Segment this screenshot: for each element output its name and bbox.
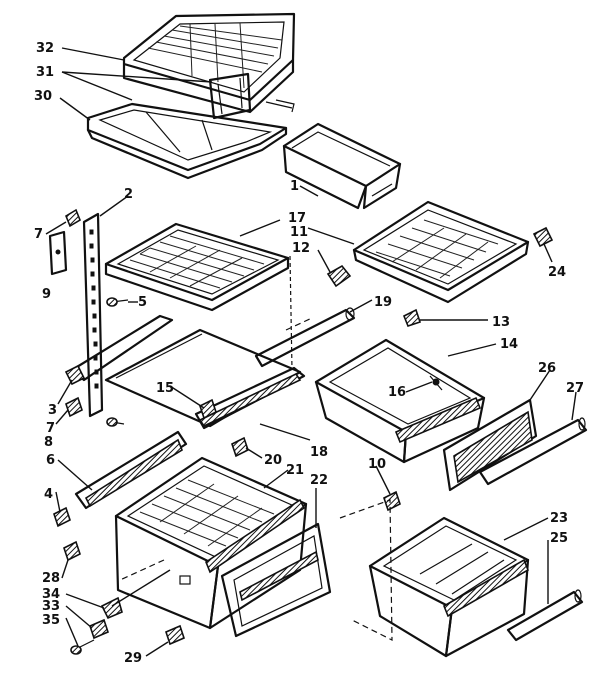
callout-21: 21 xyxy=(286,463,304,478)
callout-12: 12 xyxy=(292,241,310,256)
callout-4: 4 xyxy=(44,487,53,502)
part-30-tray xyxy=(86,99,295,180)
callout-24: 24 xyxy=(548,265,566,280)
part-26-crisper-lid xyxy=(442,398,588,492)
callout-16: 16 xyxy=(388,385,406,400)
callout-14: 14 xyxy=(500,337,518,352)
callout-28: 28 xyxy=(42,571,60,586)
part-17-glass-shelf xyxy=(64,222,306,430)
callout-32: 32 xyxy=(36,41,54,56)
callout-17: 17 xyxy=(288,211,306,226)
callout-20: 20 xyxy=(264,453,282,468)
callout-13: 13 xyxy=(492,315,510,330)
callout-27: 27 xyxy=(566,381,584,396)
callout-9: 9 xyxy=(42,287,51,302)
callout-3: 3 xyxy=(48,403,57,418)
part-21-drawer xyxy=(114,456,308,630)
callout-26: 26 xyxy=(538,361,556,376)
part-11-wire-shelf xyxy=(326,200,554,327)
part-32-top-shelf xyxy=(122,12,296,114)
callout-31: 31 xyxy=(36,65,54,80)
callout-15: 15 xyxy=(156,381,174,396)
callout-19: 19 xyxy=(374,295,392,310)
callout-25: 25 xyxy=(550,531,568,546)
callout-5: 5 xyxy=(138,295,147,310)
callouts: 32 31 30 1 2 17 11 7 12 24 9 5 19 13 14 … xyxy=(34,41,584,666)
callout-6: 6 xyxy=(46,453,55,468)
callout-7-top: 7 xyxy=(34,227,43,242)
part-14-crisper-pan xyxy=(314,338,486,464)
callout-33: 33 xyxy=(42,599,60,614)
part-6-rail xyxy=(53,430,188,528)
part-2-rail xyxy=(48,208,129,427)
callout-1: 1 xyxy=(290,179,299,194)
callout-29: 29 xyxy=(124,651,142,666)
callout-35: 35 xyxy=(42,613,60,628)
callout-8: 8 xyxy=(44,435,53,450)
part-31-bracket xyxy=(208,72,252,120)
callout-34: 34 xyxy=(42,587,60,602)
part-1-dairy-bin xyxy=(282,122,402,210)
callout-2: 2 xyxy=(124,187,133,202)
callout-22: 22 xyxy=(310,473,328,488)
part-22-drawer-front xyxy=(220,522,332,638)
callout-23: 23 xyxy=(550,511,568,526)
callout-18: 18 xyxy=(310,445,328,460)
callout-10: 10 xyxy=(368,457,386,472)
guide-lines xyxy=(119,317,393,641)
leader-lines xyxy=(45,47,577,657)
part-23-lower-pan xyxy=(368,516,584,658)
callout-7-lower: 7 xyxy=(46,421,55,436)
part-19-bar xyxy=(254,307,356,368)
callout-11: 11 xyxy=(290,225,308,240)
callout-30: 30 xyxy=(34,89,52,104)
